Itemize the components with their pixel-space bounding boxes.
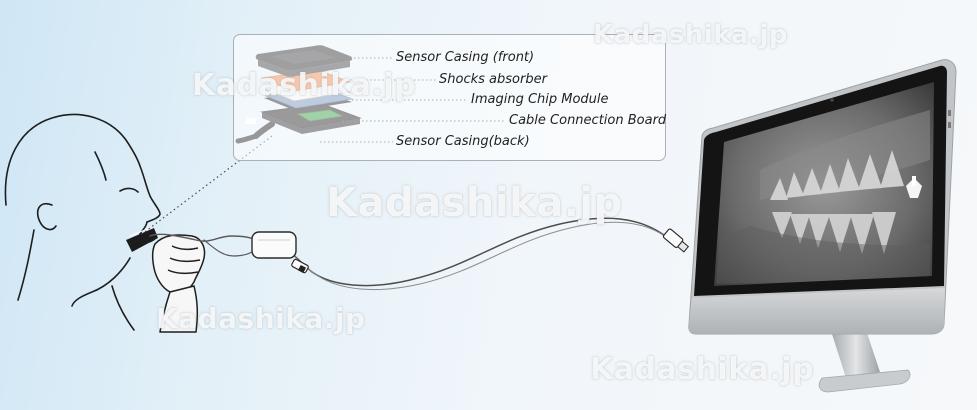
part-label-imaging-chip-module: Imaging Chip Module [471,92,609,107]
part-label-sensor-casing-front: Sensor Casing (front) [396,50,535,65]
watermark: Kadashika.jp [590,352,815,387]
part-label-cable-connection-board: Cable Connection Board [509,113,667,128]
watermark: Kadashika.jp [593,20,788,50]
part-label-shocks-absorber: Shocks absorber [439,72,547,87]
exploded-view-panel [233,34,666,161]
cable-inline-connector [291,258,309,274]
watermark: Kadashika.jp [192,68,417,103]
cable-junction-box [251,231,297,259]
xray-upper-teeth [770,150,904,200]
patient-head-outline [4,113,161,331]
part-label-sensor-casing-back: Sensor Casing(back) [396,134,530,149]
watermark: Kadashika.jp [156,302,366,335]
webcam-dot [830,98,834,102]
watermark: Kadashika.jp [326,180,623,226]
sensor-cable [149,217,673,291]
hand [151,234,206,333]
xray-lower-teeth [772,212,896,254]
computer-monitor [688,59,957,393]
usb-plug [662,228,690,253]
xray-implant [906,176,922,198]
mouth-sensor [126,227,158,252]
